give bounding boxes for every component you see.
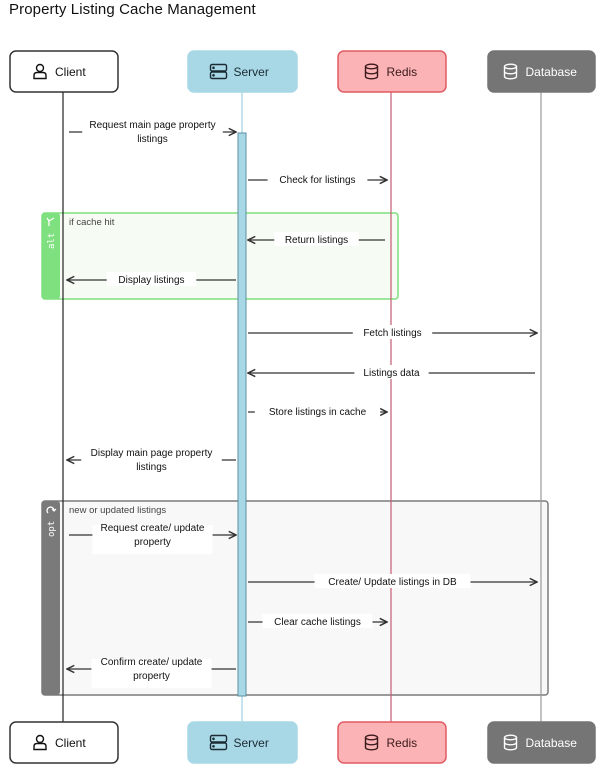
participant-box bbox=[487, 721, 596, 764]
message-label: Create/ Update listings in DB bbox=[328, 577, 457, 588]
message-label: Display main page property bbox=[91, 448, 213, 459]
database-icon bbox=[503, 63, 518, 80]
participant-box bbox=[9, 721, 119, 764]
loop-icon bbox=[46, 506, 57, 514]
message-label-bg bbox=[92, 525, 213, 554]
database-icon bbox=[503, 734, 518, 751]
message: Display main page property listings bbox=[67, 448, 236, 479]
person-icon bbox=[33, 63, 47, 80]
message-label: Clear cache listings bbox=[274, 617, 361, 628]
participant-box bbox=[9, 50, 119, 93]
message-label-bg bbox=[267, 172, 368, 186]
participant-database-top: Database bbox=[487, 50, 596, 93]
participant-label: Database bbox=[526, 65, 578, 79]
message-label: listings bbox=[137, 134, 168, 145]
participant-label: Client bbox=[55, 65, 86, 79]
server-icon bbox=[209, 63, 228, 80]
participant-box bbox=[337, 721, 447, 764]
message: Create/ Update listings in DB bbox=[248, 574, 537, 588]
message-label: Display listings bbox=[118, 275, 184, 286]
message: Listings data bbox=[248, 365, 535, 379]
message-label: Return listings bbox=[285, 235, 348, 246]
participant-label: Client bbox=[55, 736, 86, 750]
participant-database-bottom: Database bbox=[487, 721, 596, 764]
fragment-keyword: alt bbox=[47, 233, 57, 249]
participant-client-bottom: Client bbox=[9, 721, 119, 764]
participant-server-top: Server bbox=[187, 50, 298, 93]
message: Check for listings bbox=[248, 172, 387, 186]
participant-redis-bottom: Redis bbox=[337, 721, 447, 764]
fragment-tab bbox=[42, 501, 60, 695]
message: Fetch listings bbox=[248, 325, 537, 339]
participant-label: Server bbox=[234, 736, 269, 750]
participant-box bbox=[187, 721, 298, 764]
fragment-condition: if cache hit bbox=[69, 217, 115, 228]
message-label-bg bbox=[254, 404, 381, 418]
message: Return listings bbox=[248, 232, 385, 246]
message-label: listings bbox=[136, 462, 167, 473]
message-label-bg bbox=[106, 272, 197, 286]
fragment-alt: alt if cache hit bbox=[41, 212, 399, 300]
message-label: Request create/ update bbox=[101, 523, 205, 534]
participant-client-top: Client bbox=[9, 50, 119, 93]
message: Request main page property listings bbox=[69, 120, 236, 151]
database-icon bbox=[364, 734, 379, 751]
database-icon bbox=[364, 63, 379, 80]
fragment-keyword: opt bbox=[47, 521, 57, 537]
message-label: Confirm create/ update bbox=[101, 657, 203, 668]
participant-box bbox=[487, 50, 596, 93]
message-label-bg bbox=[352, 325, 433, 339]
message-label: Check for listings bbox=[279, 175, 355, 186]
person-icon bbox=[33, 734, 47, 751]
participant-label: Server bbox=[234, 65, 269, 79]
message-label-bg bbox=[262, 614, 373, 628]
message: Confirm create/ update property bbox=[67, 657, 236, 688]
branch-icon bbox=[46, 217, 55, 226]
fragment-tab bbox=[42, 213, 60, 299]
message-label: Request main page property bbox=[89, 120, 215, 131]
message: Clear cache listings bbox=[248, 614, 387, 628]
message: Store listings in cache bbox=[248, 404, 387, 418]
message-label: Store listings in cache bbox=[269, 407, 367, 418]
message-label: property bbox=[134, 537, 171, 548]
message-label-bg bbox=[82, 122, 223, 151]
message-label-bg bbox=[91, 659, 212, 688]
participant-redis-top: Redis bbox=[337, 50, 447, 93]
server-activation-bar bbox=[237, 132, 247, 697]
message: Display listings bbox=[67, 272, 236, 286]
message-label: Fetch listings bbox=[363, 328, 421, 339]
message-label-bg bbox=[354, 365, 429, 379]
diagram-title: Property Listing Cache Management bbox=[9, 1, 256, 18]
server-icon bbox=[209, 734, 228, 751]
message-label-bg bbox=[81, 450, 222, 479]
message-label-bg bbox=[274, 232, 359, 246]
message: Request create/ update property bbox=[69, 523, 236, 554]
message-label: property bbox=[133, 671, 170, 682]
participant-label: Redis bbox=[387, 736, 418, 750]
message-label: Listings data bbox=[363, 368, 420, 379]
participant-box bbox=[337, 50, 447, 93]
participant-box bbox=[187, 50, 298, 93]
participant-label: Redis bbox=[387, 65, 418, 79]
participant-server-bottom: Server bbox=[187, 721, 298, 764]
fragment-condition: new or updated listings bbox=[69, 505, 166, 516]
participant-label: Database bbox=[526, 736, 578, 750]
message-label-bg bbox=[314, 574, 471, 588]
